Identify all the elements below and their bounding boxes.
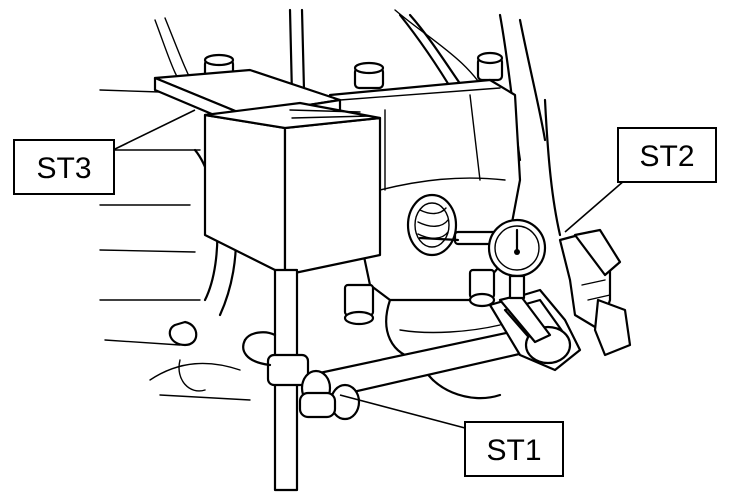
st2-leader [564, 179, 626, 233]
leader-lines [112, 109, 626, 429]
st1-leader [339, 394, 466, 429]
dial-clamp [488, 288, 582, 372]
stand-rod [242, 268, 310, 492]
st1-arm [298, 328, 530, 421]
st2-dial-indicator [418, 218, 632, 357]
callout-st3: ST3 [13, 139, 115, 195]
st2-label: ST2 [639, 140, 694, 173]
st3-label: ST3 [36, 152, 91, 185]
engine-housing [99, 8, 562, 401]
callout-st2: ST2 [617, 127, 717, 183]
st1-label: ST1 [486, 434, 541, 467]
st3-tool [153, 68, 382, 277]
callout-st1: ST1 [464, 421, 564, 477]
st3-leader [112, 109, 196, 151]
